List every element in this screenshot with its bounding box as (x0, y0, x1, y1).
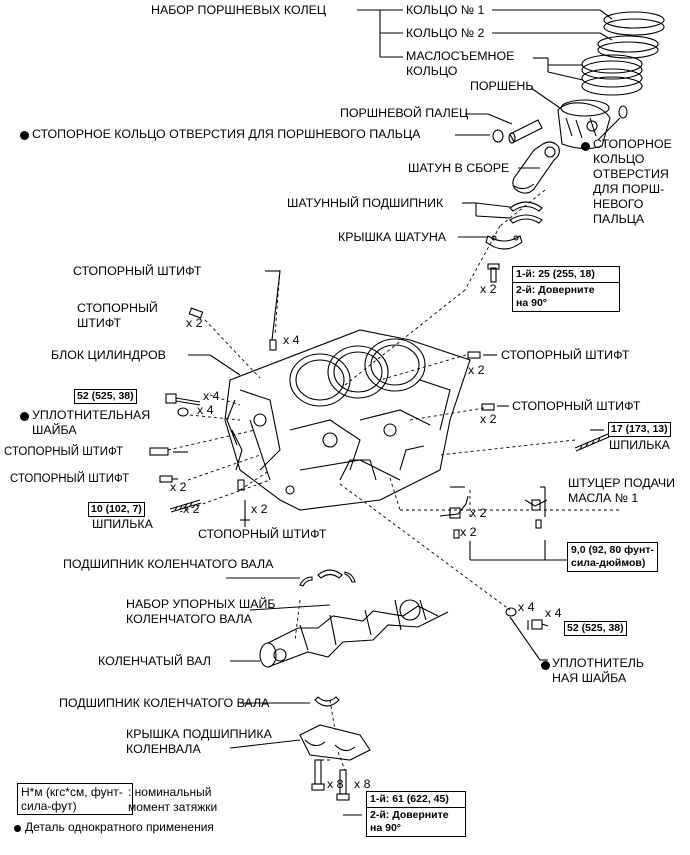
label-pin-bottom: СТОПОРНЫЙ ШТИФТ (198, 527, 327, 541)
legend-unit-text: : номинальный момент затяжки (128, 785, 218, 814)
count-pin-left3: x 2 (170, 480, 187, 494)
count-main-bolt-2: x 8 (354, 777, 371, 791)
dowel-pin-right2 (481, 403, 495, 411)
snap-ring-left (492, 129, 504, 143)
single-use-marker (541, 661, 550, 670)
label-ring-set: НАБОР ПОРШНЕВЫХ КОЛЕЦ (151, 3, 327, 17)
label-piston-pin: ПОРШНЕВОЙ ПАЛЕЦ (340, 106, 469, 120)
dowel-pin-bottom (237, 479, 245, 491)
single-use-marker (20, 412, 29, 421)
label-oil-nozzle: ШТУЦЕР ПОДАЧИ МАСЛА № 1 (568, 476, 676, 505)
label-pin-left: СТОПОРНЫЙ ШТИФТ (77, 301, 158, 330)
main-bearing-lower (314, 696, 340, 707)
label-block: БЛОК ЦИЛИНДРОВ (51, 348, 166, 362)
crankshaft (259, 599, 449, 668)
legend-single-use: Деталь однократного применения (25, 820, 214, 834)
torque-main-cap: 1-й: 61 (622, 45)2-й: Доверните на 90° (366, 791, 466, 837)
single-use-marker (581, 142, 590, 151)
label-washer-left: УПЛОТНИТЕЛЬНАЯ ШАЙБА (32, 408, 151, 437)
count-washer-right: x 4 (518, 600, 535, 614)
label-snap-ring-right: СТОПОРНОЕ КОЛЬЦО ОТВЕРСТИЯ ДЛЯ ПОРШ- НЕВ… (593, 137, 672, 226)
count-nozzle-bolt: x 2 (460, 525, 477, 539)
single-use-marker (14, 825, 21, 832)
piston-ring-1 (603, 11, 665, 36)
cylinder-block (224, 329, 471, 511)
label-main-bearing-bottom: ПОДШИПНИК КОЛЕНЧАТОГО ВАЛА (59, 696, 270, 710)
count-bolt-left: x 4 (203, 389, 220, 403)
dowel-pin-right1 (467, 351, 481, 359)
label-pin-left3: СТОПОРНЫЙ ШТИФТ (10, 473, 130, 485)
torque-stud-right: 17 (173, 13) (608, 422, 671, 437)
oil-ring (581, 54, 643, 96)
label-oil-ring: МАСЛОСЪЕМНОЕ КОЛЬЦО (406, 49, 515, 78)
torque-conrod: 1-й: 25 (255, 18)2-й: Доверните на 90° (512, 266, 620, 312)
label-conrod: ШАТУН В СБОРЕ (408, 161, 510, 175)
dowel-pin-left-small (188, 307, 204, 319)
bolt-right (527, 619, 549, 630)
washer-left (177, 407, 189, 417)
torque-nozzle: 9,0 (92, 80 фунт- сила-дюймов) (567, 542, 658, 572)
label-washer-right: УПЛОТНИТЕЛЬ НАЯ ШАЙБА (552, 656, 645, 685)
label-main-bearing-top: ПОДШИПНИК КОЛЕНЧАТОГО ВАЛА (63, 557, 274, 571)
torque-bolt-right: 52 (525, 38) (564, 621, 627, 636)
single-use-marker (20, 131, 29, 140)
washer-right (505, 607, 517, 617)
connecting-rod (512, 141, 560, 194)
label-piston: ПОРШЕНЬ (470, 79, 534, 93)
legend-unit-box: Н*м (кгс*см, фунт- сила-фут) (17, 783, 133, 815)
label-pin-right2: СТОПОРНЫЙ ШТИФТ (512, 399, 641, 413)
label-snap-ring-left: СТОПОРНОЕ КОЛЬЦО ОТВЕРСТИЯ ДЛЯ ПОРШНЕВОГ… (32, 127, 421, 141)
stud-left (169, 499, 202, 513)
dowel-pin-top (269, 339, 277, 351)
count-pin-right2: x 2 (480, 412, 497, 426)
label-conrod-cap: КРЫШКА ШАТУНА (338, 230, 447, 244)
label-thrust-washers: НАБОР УПОРНЫХ ШАЙБ КОЛЕНЧАТОГО ВАЛА (126, 597, 276, 626)
label-pin-right1: СТОПОРНЫЙ ШТИФТ (501, 348, 630, 362)
oil-nozzle-right (524, 499, 548, 529)
main-bearing-cap (299, 724, 371, 761)
conrod-cap (485, 235, 523, 250)
label-crankshaft: КОЛЕНЧАТЫЙ ВАЛ (98, 654, 211, 668)
label-main-cap: КРЫШКА ПОДШИПНИКА КОЛЕНВАЛА (126, 727, 272, 756)
main-bearing-upper (299, 569, 356, 587)
label-ring-2: КОЛЬЦО № 2 (406, 26, 485, 40)
ring-set-leader (357, 9, 613, 81)
label-pin-top: СТОПОРНЫЙ ШТИФТ (73, 264, 202, 278)
label-stud-left: ШПИЛЬКА (92, 517, 153, 531)
count-pin-right1: x 2 (468, 363, 485, 377)
count-conrod-bolt: x 2 (480, 282, 497, 296)
count-bolt-right: x 4 (545, 606, 562, 620)
count-main-bolt-1: x 8 (327, 777, 344, 791)
torque-bolt-left: 52 (525, 38) (74, 389, 137, 404)
piston-pin (508, 119, 543, 144)
count-pin-top: x 4 (283, 333, 300, 347)
count-stud-left: x 2 (183, 502, 200, 516)
snap-ring-right (618, 105, 628, 119)
oil-nozzle-left (439, 495, 469, 539)
label-ring-1: КОЛЬЦО № 1 (406, 3, 485, 17)
conrod-bearing (509, 201, 543, 224)
stud-right (574, 433, 610, 452)
count-pin-left: x 2 (186, 316, 203, 330)
main-cap-bolt (311, 759, 350, 801)
label-pin-left2: СТОПОРНЫЙ ШТИФТ (4, 446, 124, 458)
dowel-pin-left2 (149, 447, 169, 456)
torque-stud-left: 10 (102, 7) (88, 502, 145, 517)
dowel-pin-left3 (159, 475, 173, 483)
piston (557, 99, 611, 150)
count-pin-bottom: x 2 (251, 502, 268, 516)
conrod-bolt (487, 263, 500, 283)
count-washer-left: x 4 (197, 403, 214, 417)
label-conrod-bearing: ШАТУННЫЙ ПОДШИПНИК (287, 196, 444, 210)
label-stud-right: ШПИЛЬКА (609, 438, 670, 452)
piston-ring-2 (597, 35, 659, 59)
count-nozzle: x 2 (470, 506, 487, 520)
bolt-left (165, 393, 201, 406)
